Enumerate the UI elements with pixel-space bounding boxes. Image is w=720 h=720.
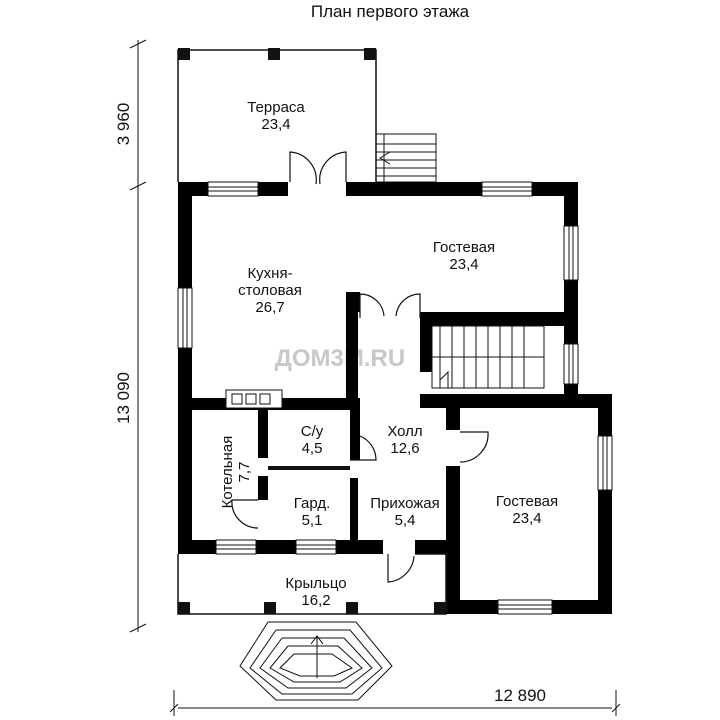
doors xyxy=(231,151,489,583)
room-area: 4,5 xyxy=(302,440,323,457)
terrace-posts xyxy=(178,48,376,60)
room-area: 7,7 xyxy=(236,462,253,483)
room-name: Терраса xyxy=(247,99,305,116)
room-area: 16,2 xyxy=(301,592,330,609)
room-area: 23,4 xyxy=(449,256,478,273)
room-area: 23,4 xyxy=(261,116,290,133)
terrace-stairs xyxy=(375,133,437,183)
room-area: 5,1 xyxy=(302,512,323,529)
room-name: Котельная xyxy=(219,436,236,509)
room-name: Прихожая xyxy=(370,495,440,512)
room-name: Кухня- xyxy=(247,265,292,282)
room-area: 5,4 xyxy=(395,512,416,529)
room-name: Крыльцо xyxy=(285,575,346,592)
room-label-boiler: Котельная7,7 xyxy=(219,436,253,509)
room-name: Гостевая xyxy=(433,239,495,256)
dim-total-width: 12 890 xyxy=(494,686,546,705)
watermark: ДОМ3М.RU xyxy=(275,345,405,372)
stove xyxy=(225,389,283,409)
interior-stairs xyxy=(431,325,545,389)
dim-terrace-depth: 3 960 xyxy=(114,103,133,146)
windows xyxy=(177,181,613,615)
room-name: С/у xyxy=(301,423,324,440)
room-name: столовая xyxy=(238,282,302,299)
porch xyxy=(177,553,447,615)
dimension-lines xyxy=(129,39,621,716)
plan-title: План первого этажа xyxy=(311,2,470,21)
room-area: 26,7 xyxy=(255,299,284,316)
room-name: Холл xyxy=(387,423,422,440)
room-name: Гард. xyxy=(294,495,331,512)
room-area: 23,4 xyxy=(512,510,541,527)
dim-house-depth: 13 090 xyxy=(114,372,133,424)
room-label-wardrobe: Гард.5,1 xyxy=(294,495,331,529)
room-area: 12,6 xyxy=(390,440,419,457)
room-name: Гостевая xyxy=(496,493,558,510)
porch-posts xyxy=(178,602,446,614)
porch-steps xyxy=(239,621,393,701)
